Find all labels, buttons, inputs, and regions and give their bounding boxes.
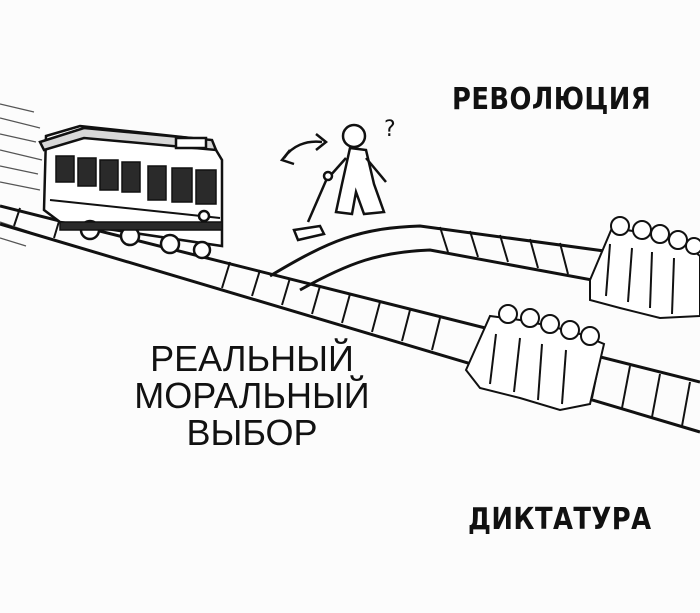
question-mark: ? [384,117,396,142]
switch-lever-icon [292,170,334,242]
speed-lines [0,103,43,247]
moral-choice-caption: РЕАЛЬНЫЙ МОРАЛЬНЫЙ ВЫБОР [112,340,392,451]
label-revolution: РЕВОЛЮЦИЯ [452,82,652,117]
caption-line-3: ВЫБОР [186,412,318,453]
label-dictatorship: ДИКТАТУРА [468,502,652,537]
person-icon [329,123,387,216]
people-group-top [589,216,700,320]
tram-icon [38,124,224,260]
swap-arrows-icon [279,133,329,166]
people-group-bottom [464,304,606,412]
caption-line-1: РЕАЛЬНЫЙ [150,338,354,379]
branch-track [269,224,700,302]
caption-line-2: МОРАЛЬНЫЙ [134,375,370,416]
